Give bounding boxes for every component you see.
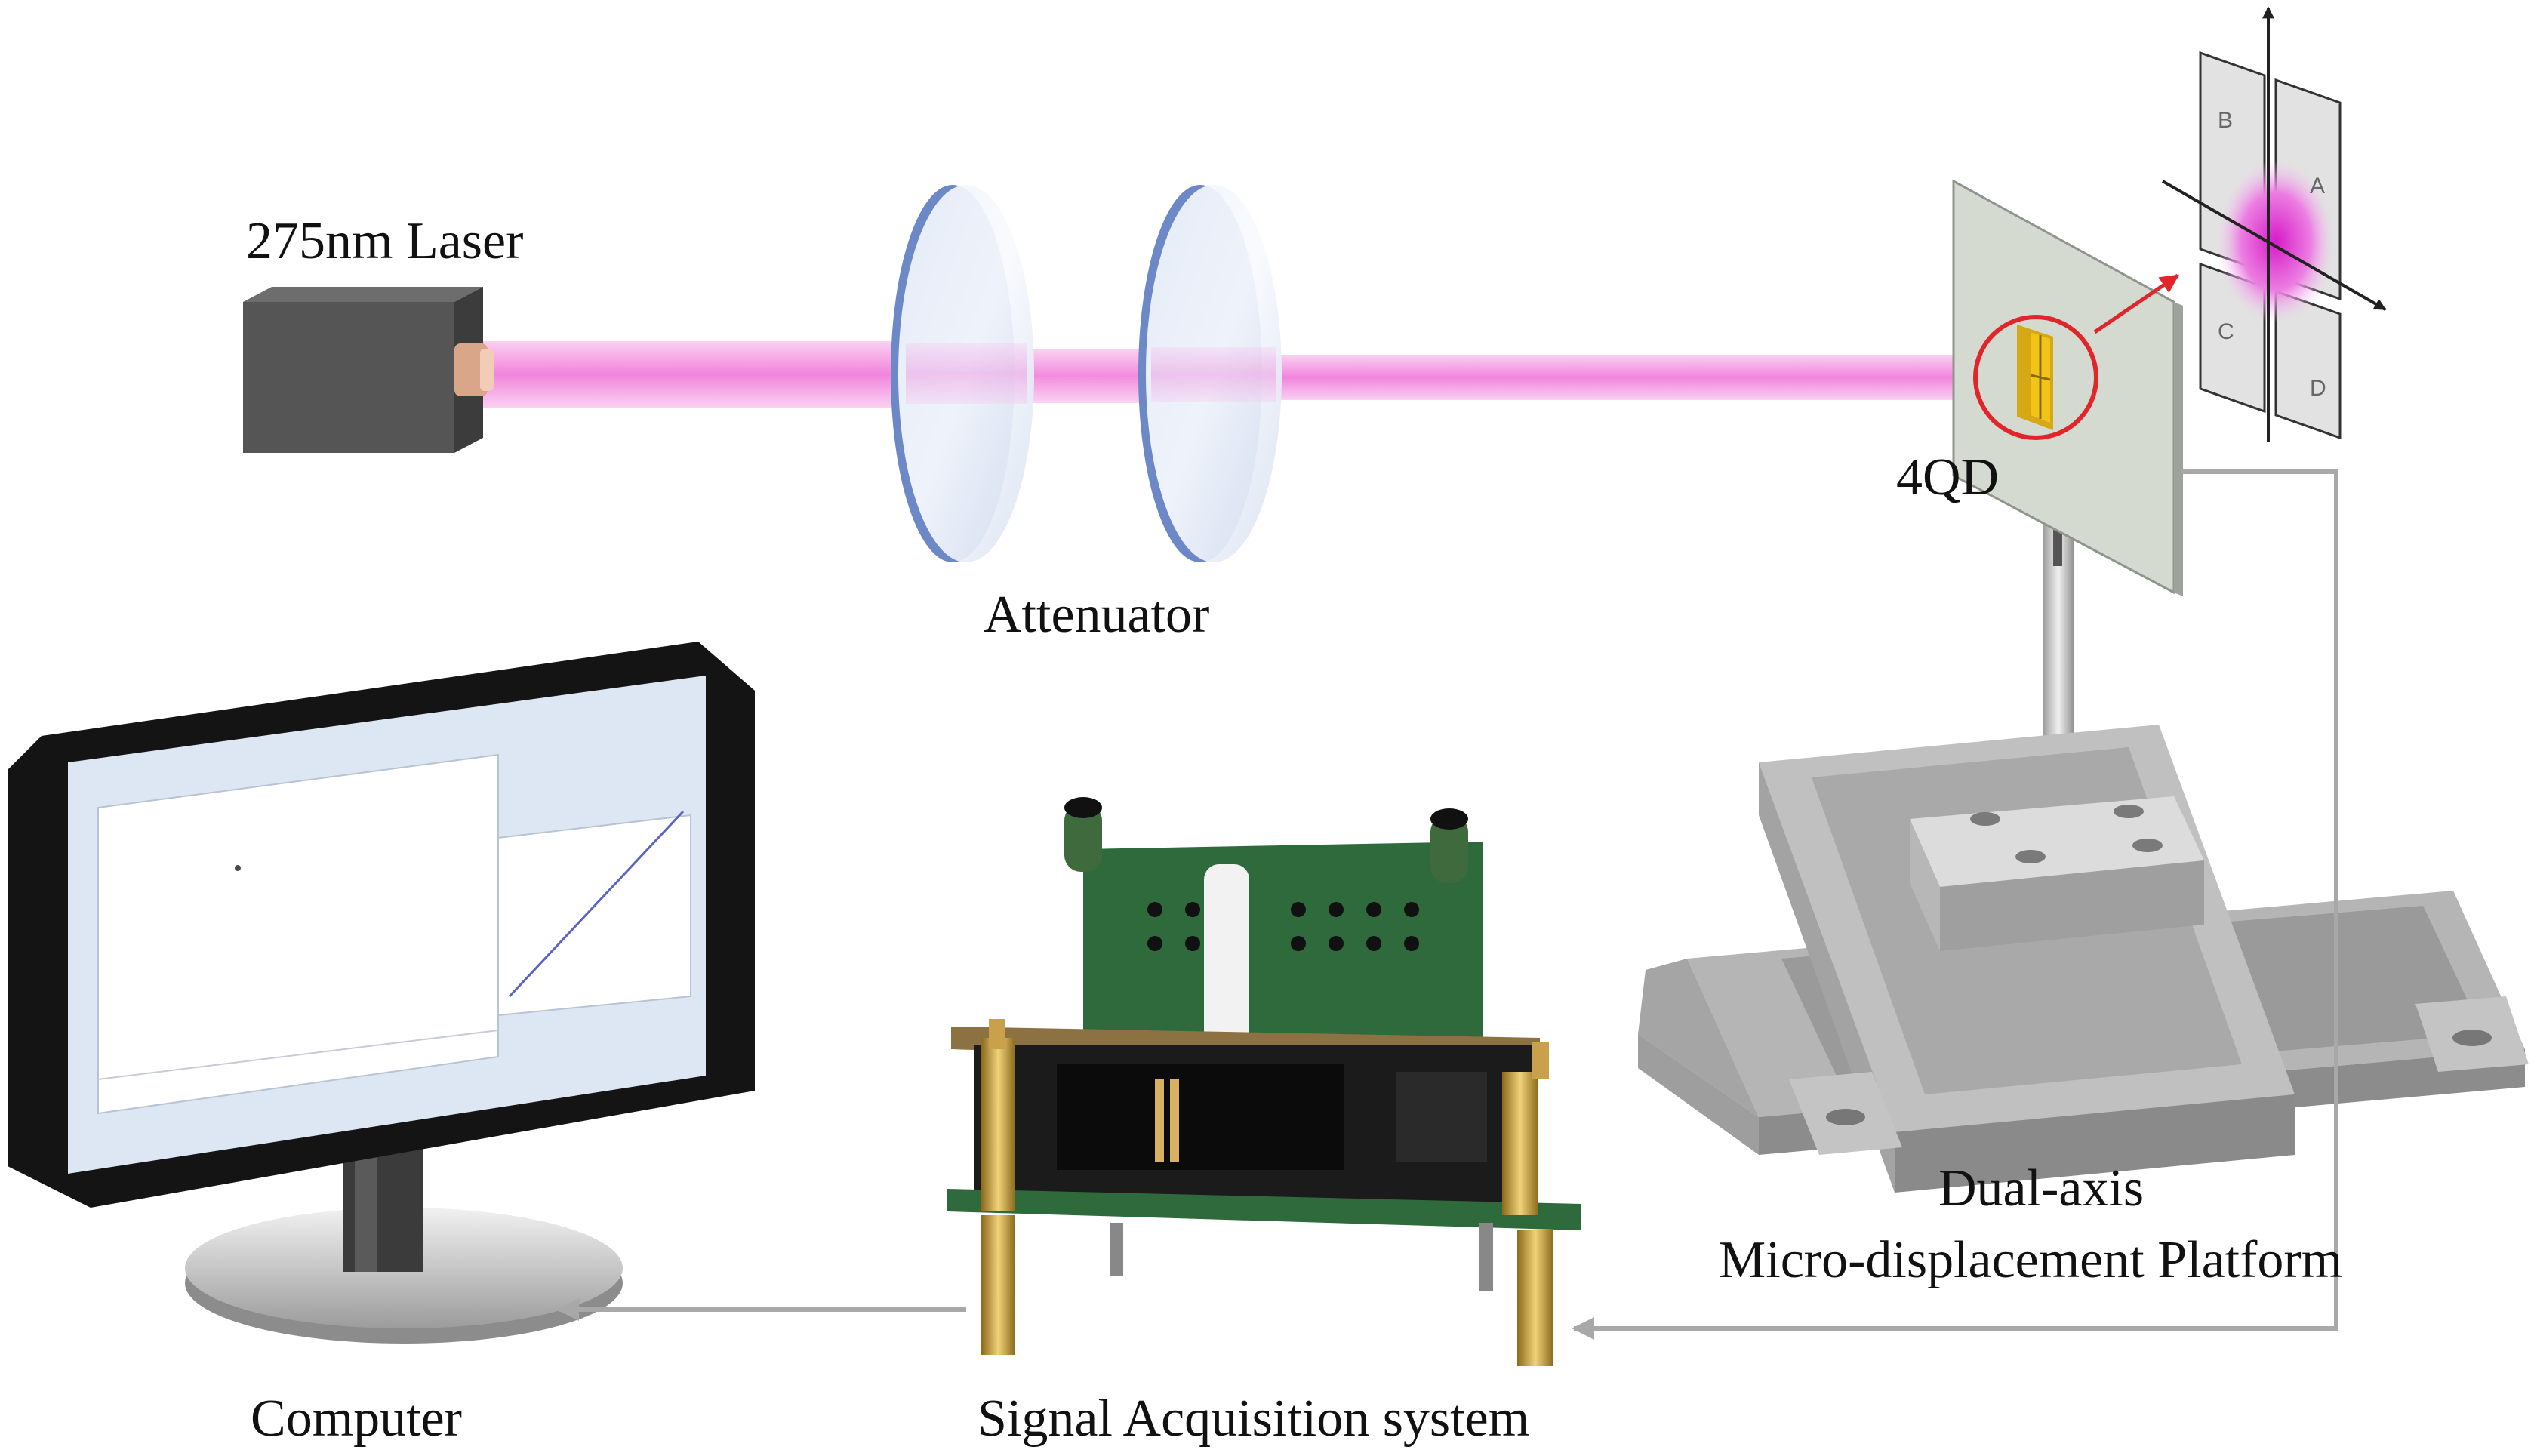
- laser-source-icon: [243, 287, 494, 453]
- quadrant-zoom-view: [2162, 6, 2387, 442]
- detector-to-daq-line: [1572, 469, 2338, 1340]
- monitor-icon: [8, 642, 755, 1344]
- daq-label: Signal Acquisition system: [978, 1390, 1530, 1448]
- laser-label: 275nm Laser: [246, 212, 524, 270]
- signal-lines: [556, 469, 2338, 1340]
- pcb-board-icon: [947, 797, 1581, 1366]
- detector-highlight-circle: [1973, 315, 2098, 440]
- platform-label-line1: Dual-axis: [1938, 1159, 2145, 1217]
- attenuator-label: Attenuator: [984, 586, 1210, 644]
- quadrant-label-a: A: [2310, 174, 2326, 199]
- quadrant-label-d: D: [2310, 376, 2326, 401]
- attenuator-disc-icon: [891, 185, 1034, 562]
- translation-stage-icon: [1638, 725, 2529, 1193]
- platform-label-line2: Micro-displacement Platform: [1719, 1231, 2343, 1289]
- computer-label: Computer: [251, 1390, 462, 1448]
- quadrant-detector-icon: [2017, 325, 2053, 430]
- quadrant-label-b: B: [2218, 108, 2234, 133]
- attenuator-disc-icon: [1138, 185, 1282, 562]
- zoom-arrow: [2093, 273, 2180, 334]
- detector-label: 4QD: [1896, 448, 2000, 506]
- laser-spot: [2217, 160, 2335, 323]
- x-axis-arrow: [2162, 180, 2387, 311]
- detector-board: [1952, 179, 2183, 596]
- quadrant-label-c: C: [2218, 319, 2234, 344]
